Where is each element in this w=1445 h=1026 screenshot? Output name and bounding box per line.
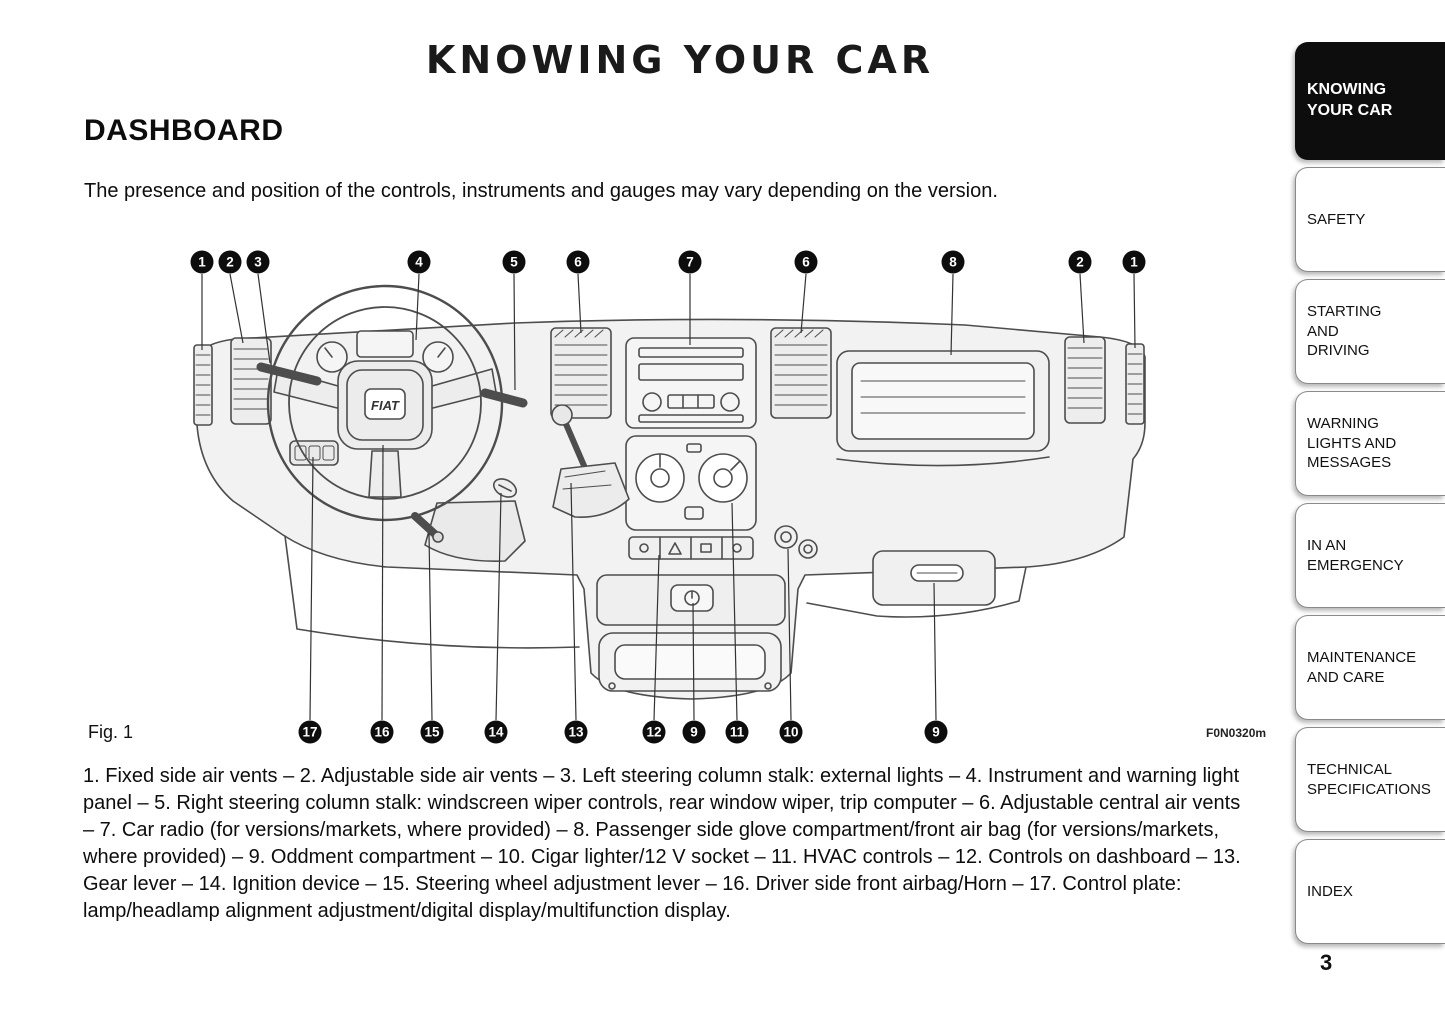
sidebar-tab-maintenance-and-care: MAINTENANCE AND CARE [1295, 615, 1445, 720]
figure-callout-6: 6 [794, 250, 818, 274]
figure-legend: 1. Fixed side air vents – 2. Adjustable … [83, 765, 1241, 922]
section-heading: DASHBOARD [84, 114, 284, 147]
figure-callout-7: 7 [678, 250, 702, 274]
sidebar-tab-knowing-your-car: KNOWING YOUR CAR [1295, 42, 1445, 160]
figure-callout-6: 6 [566, 250, 590, 274]
fiat-badge: FIAT [371, 398, 400, 413]
dashboard-figure: FIAT [85, 245, 1285, 760]
figure-callout-13: 13 [564, 720, 588, 744]
sidebar-tab-in-an-emergency: IN AN EMERGENCY [1295, 503, 1445, 608]
dashboard-illustration: FIAT [193, 273, 1146, 721]
figure-callout-1: 1 [190, 250, 214, 274]
figure-code: F0N0320m [1206, 726, 1267, 740]
figure-callout-11: 11 [725, 720, 749, 744]
figure-callout-2: 2 [218, 250, 242, 274]
figure-callout-15: 15 [420, 720, 444, 744]
figure-caption: Fig. 1 [88, 722, 134, 742]
sidebar-tab-warning-lights-messages: WARNING LIGHTS AND MESSAGES [1295, 391, 1445, 496]
figure-callout-1: 1 [1122, 250, 1146, 274]
figure-callout-12: 12 [642, 720, 666, 744]
figure-callout-2: 2 [1068, 250, 1092, 274]
figure-callout-17: 17 [298, 720, 322, 744]
figure-callout-14: 14 [484, 720, 508, 744]
figure-callout-9: 9 [682, 720, 706, 744]
sidebar-tab-safety: SAFETY [1295, 167, 1445, 272]
figure-callout-10: 10 [779, 720, 803, 744]
figure-callout-4: 4 [407, 250, 431, 274]
figure-callout-16: 16 [370, 720, 394, 744]
figure-callout-9: 9 [924, 720, 948, 744]
intro-text: The presence and position of the control… [84, 180, 998, 202]
sidebar-tab-starting-and-driving: STARTING AND DRIVING [1295, 279, 1445, 384]
figure-callout-8: 8 [941, 250, 965, 274]
page-number: 3 [1320, 950, 1333, 975]
figure-callout-3: 3 [246, 250, 270, 274]
figure-callout-5: 5 [502, 250, 526, 274]
sidebar-tab-technical-specifications: TECHNICAL SPECIFICATIONS [1295, 727, 1445, 832]
sidebar-tab-index: INDEX [1295, 839, 1445, 944]
page-title: KNOWING YOUR CAR [425, 38, 935, 82]
